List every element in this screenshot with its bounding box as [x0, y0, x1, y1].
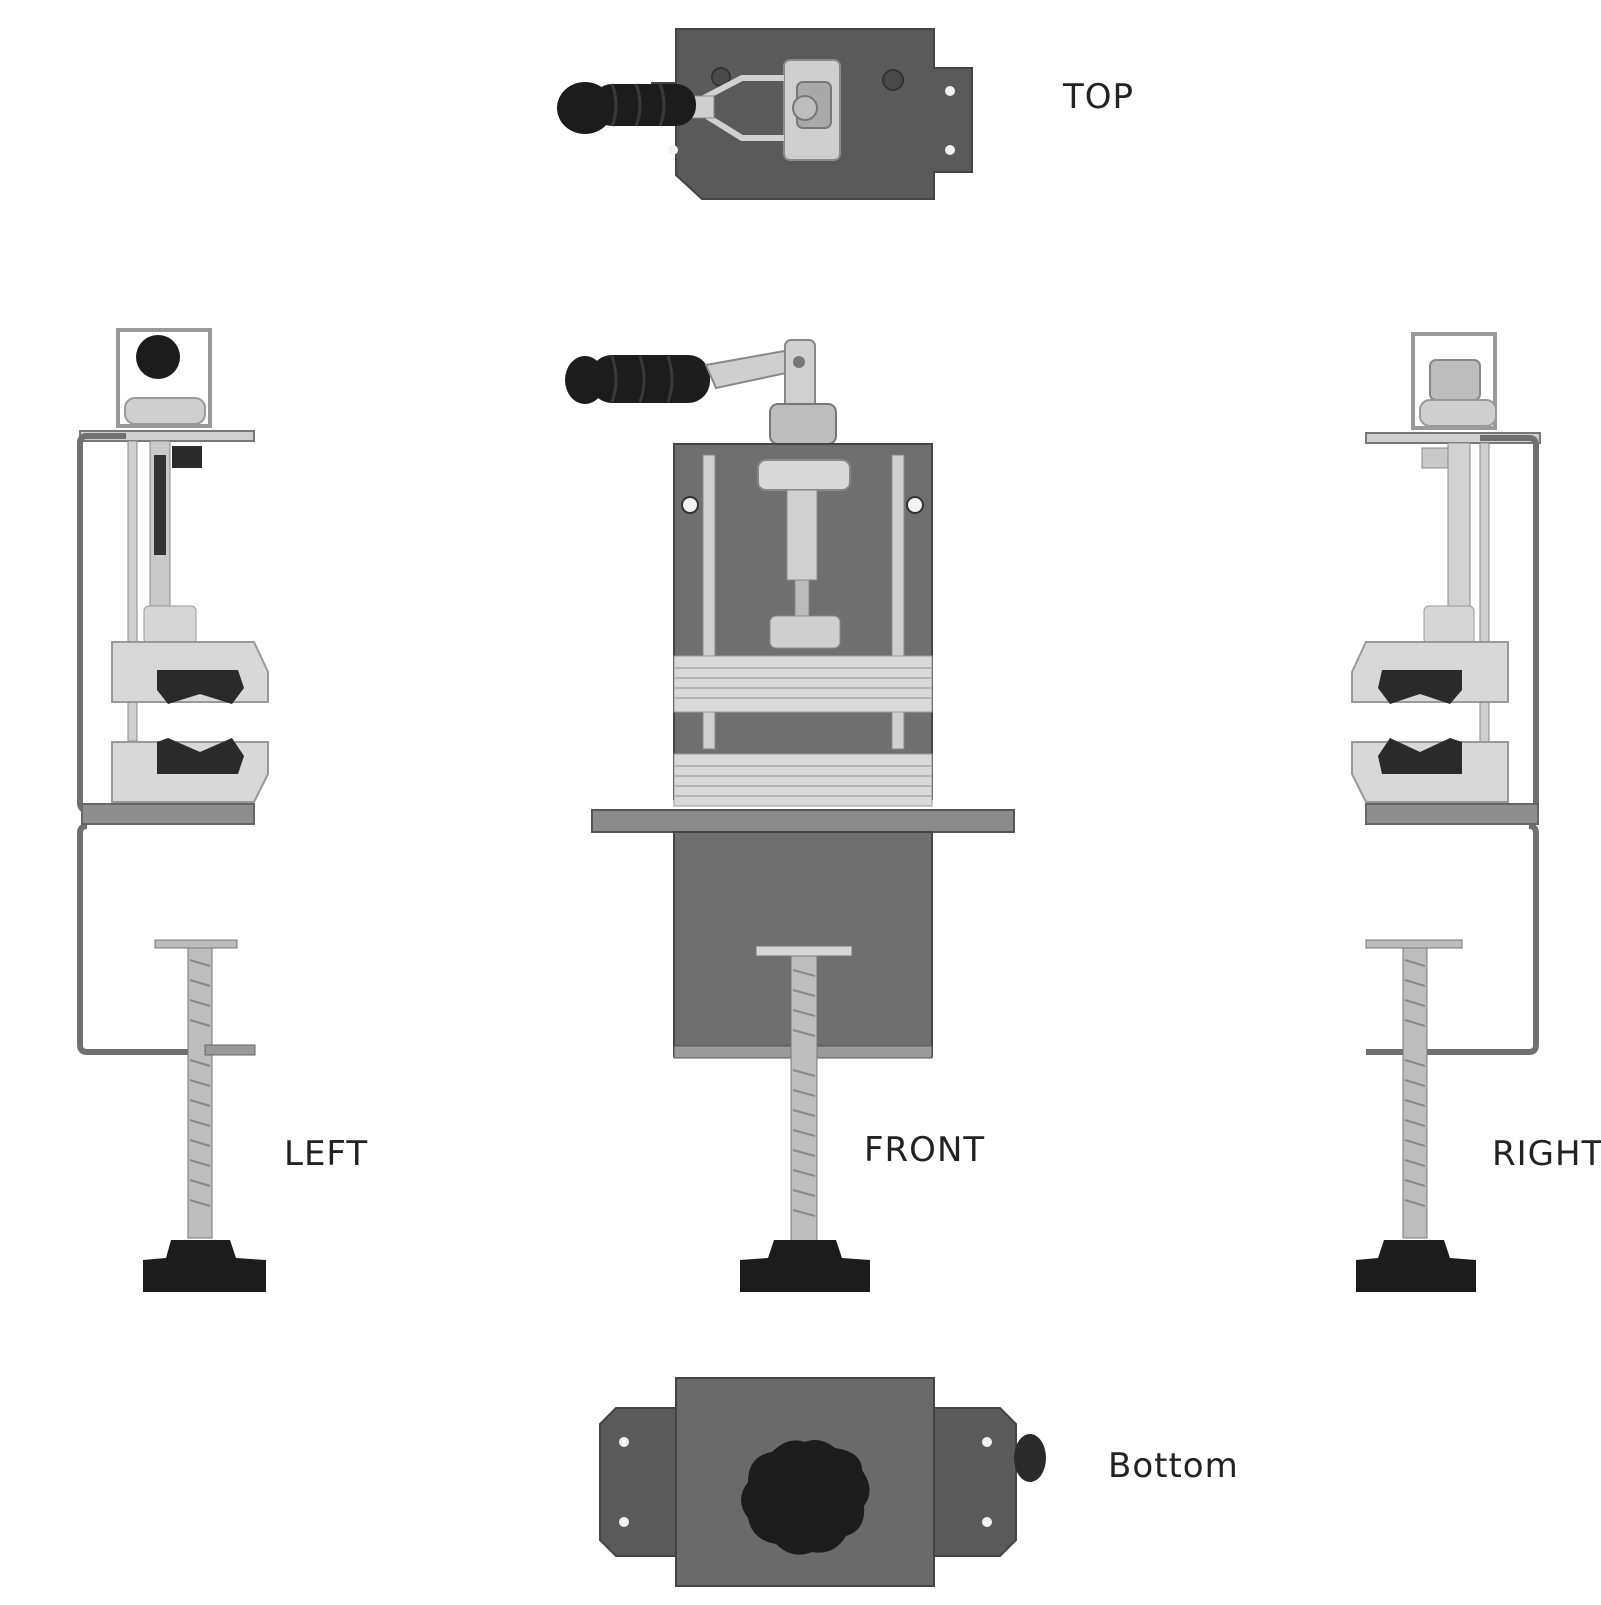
label-right: RIGHT — [1492, 1134, 1601, 1174]
label-left: LEFT — [284, 1134, 369, 1174]
top-view — [557, 28, 973, 200]
top-view-handle — [557, 82, 696, 134]
label-top: TOP — [1063, 77, 1135, 117]
left-view — [77, 328, 269, 1292]
bottom-view-star-knob-icon — [741, 1440, 870, 1555]
label-bottom: Bottom — [1108, 1446, 1239, 1486]
right-view — [1351, 332, 1541, 1292]
front-view — [565, 339, 1015, 1292]
bottom-view — [599, 1377, 1046, 1587]
front-view-handle — [565, 355, 710, 404]
label-front: FRONT — [864, 1130, 986, 1170]
